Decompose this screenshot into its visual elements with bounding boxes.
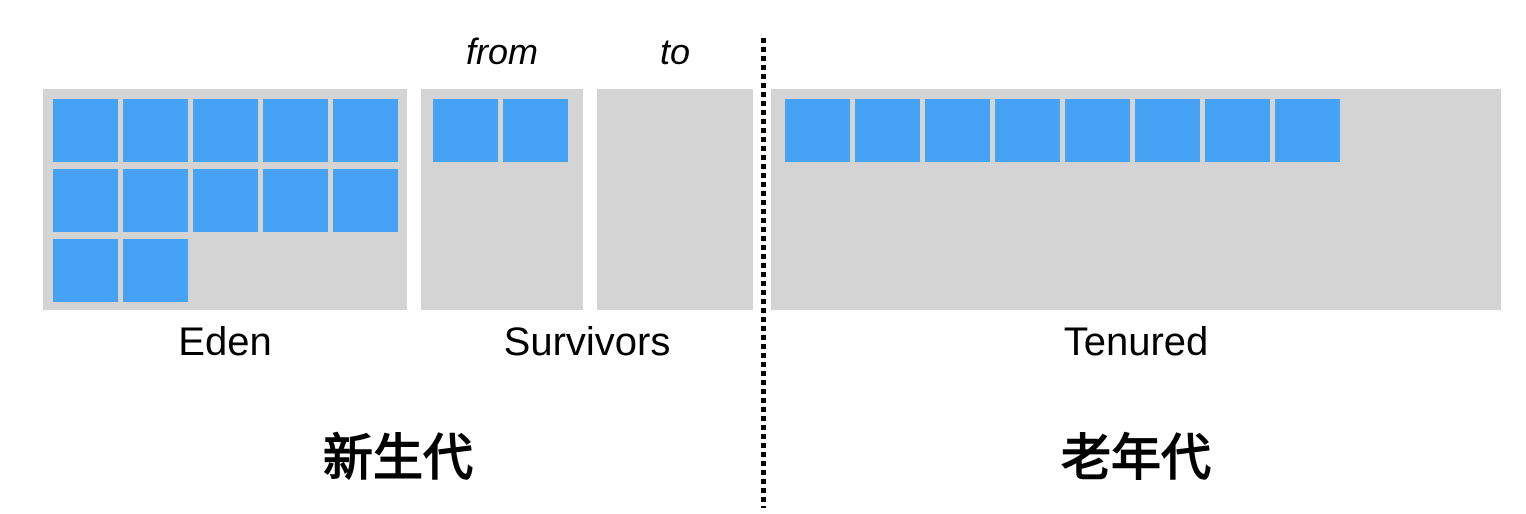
- memory-block: [53, 169, 118, 232]
- memory-block: [925, 99, 990, 162]
- tenured-region: [771, 89, 1501, 310]
- memory-block: [53, 99, 118, 162]
- eden-region: [43, 89, 407, 310]
- memory-block: [333, 99, 398, 162]
- survivor-to-region: [597, 89, 753, 310]
- eden-label: Eden: [178, 320, 272, 364]
- memory-block: [1135, 99, 1200, 162]
- memory-block: [263, 99, 328, 162]
- memory-block: [53, 239, 118, 302]
- young-generation-label: 新生代: [323, 430, 473, 486]
- memory-block: [333, 169, 398, 232]
- survivor-from-region: [421, 89, 583, 310]
- memory-block: [995, 99, 1060, 162]
- memory-block: [1205, 99, 1270, 162]
- memory-block: [123, 239, 188, 302]
- memory-block: [193, 169, 258, 232]
- memory-block: [123, 169, 188, 232]
- survivor-to-label: to: [659, 31, 691, 72]
- memory-block: [785, 99, 850, 162]
- memory-block: [123, 99, 188, 162]
- memory-block: [433, 99, 498, 162]
- memory-block: [1275, 99, 1340, 162]
- old-generation-label: 老年代: [1061, 430, 1211, 486]
- generation-divider-line: [761, 38, 766, 508]
- memory-block: [503, 99, 568, 162]
- memory-block: [263, 169, 328, 232]
- memory-block: [855, 99, 920, 162]
- memory-block: [1065, 99, 1130, 162]
- memory-block: [193, 99, 258, 162]
- survivors-label: Survivors: [503, 320, 671, 364]
- survivor-from-label: from: [466, 31, 538, 72]
- tenured-label: Tenured: [1063, 320, 1209, 364]
